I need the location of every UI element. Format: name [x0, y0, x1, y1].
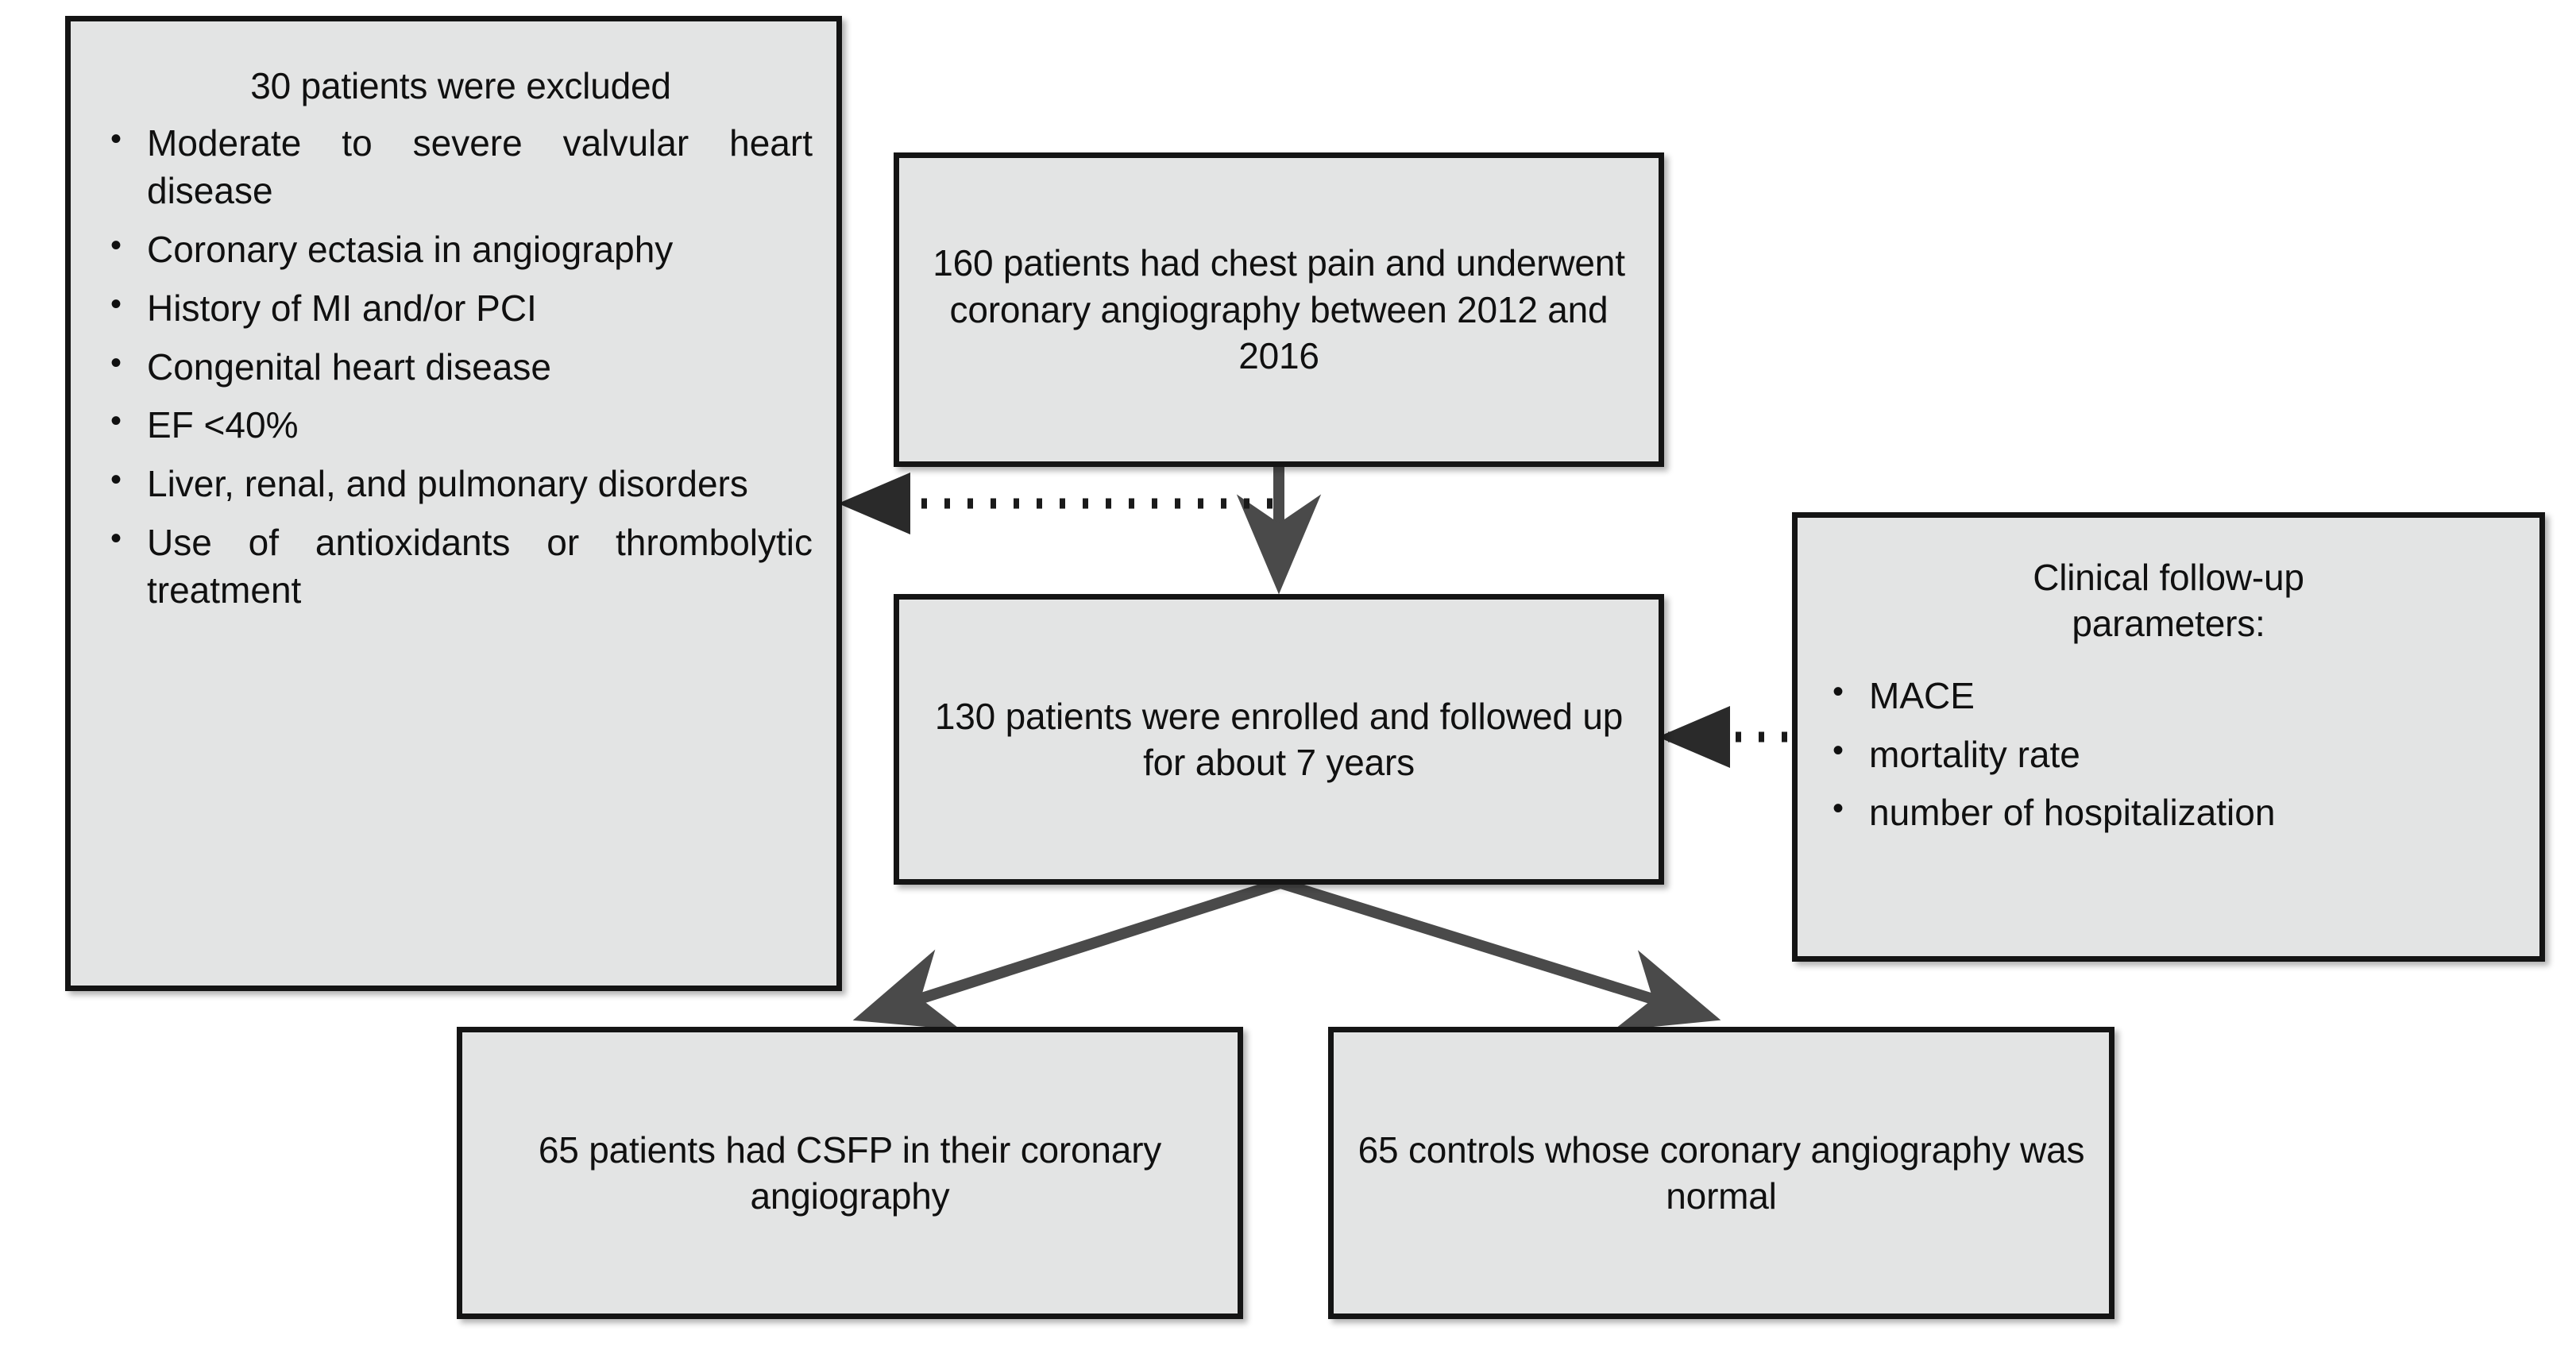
followup-bullet-list: MACE mortality rate number of hospitaliz… — [1798, 662, 2539, 848]
enrolled-text: 130 patients were enrolled and followed … — [934, 695, 1624, 783]
node-control-group: 65 controls whose coronary angiography w… — [1328, 1027, 2114, 1319]
followup-heading-line1: Clinical follow-up — [2033, 557, 2304, 598]
list-item: EF <40% — [110, 400, 813, 449]
screened-text: 160 patients had chest pain and underwen… — [933, 242, 1625, 377]
list-item: Congenital heart disease — [110, 342, 813, 392]
arrow-enrolled-to-csfp — [852, 878, 1283, 1030]
list-item: number of hospitalization — [1833, 788, 2516, 837]
arrow-enrolled-to-control — [1278, 878, 1721, 1031]
followup-heading-line2: parameters: — [2072, 603, 2265, 645]
list-item: MACE — [1833, 671, 2516, 720]
list-item: Liver, renal, and pulmonary disorders — [110, 459, 813, 508]
node-followup-parameters: Clinical follow-up parameters: MACE mort… — [1792, 512, 2545, 962]
list-item: Moderate to severe valvular heart diseas… — [110, 118, 813, 215]
node-screened-population: 160 patients had chest pain and underwen… — [894, 152, 1664, 467]
exclusion-bullet-list: Moderate to severe valvular heart diseas… — [71, 109, 836, 625]
node-enrolled-population: 130 patients were enrolled and followed … — [894, 594, 1664, 885]
list-item: History of MI and/or PCI — [110, 284, 813, 333]
csfp-group-text: 65 patients had CSFP in their coronary a… — [538, 1128, 1162, 1217]
list-item: mortality rate — [1833, 730, 2516, 779]
node-exclusion-criteria: 30 patients were excluded Moderate to se… — [65, 16, 842, 991]
exclusion-heading: 30 patients were excluded — [250, 65, 671, 106]
list-item: Use of antioxidants or thrombolytic trea… — [110, 518, 813, 615]
node-csfp-group: 65 patients had CSFP in their coronary a… — [457, 1027, 1243, 1319]
list-item: Coronary ectasia in angiography — [110, 225, 813, 274]
control-group-text: 65 controls whose coronary angiography w… — [1358, 1128, 2085, 1217]
